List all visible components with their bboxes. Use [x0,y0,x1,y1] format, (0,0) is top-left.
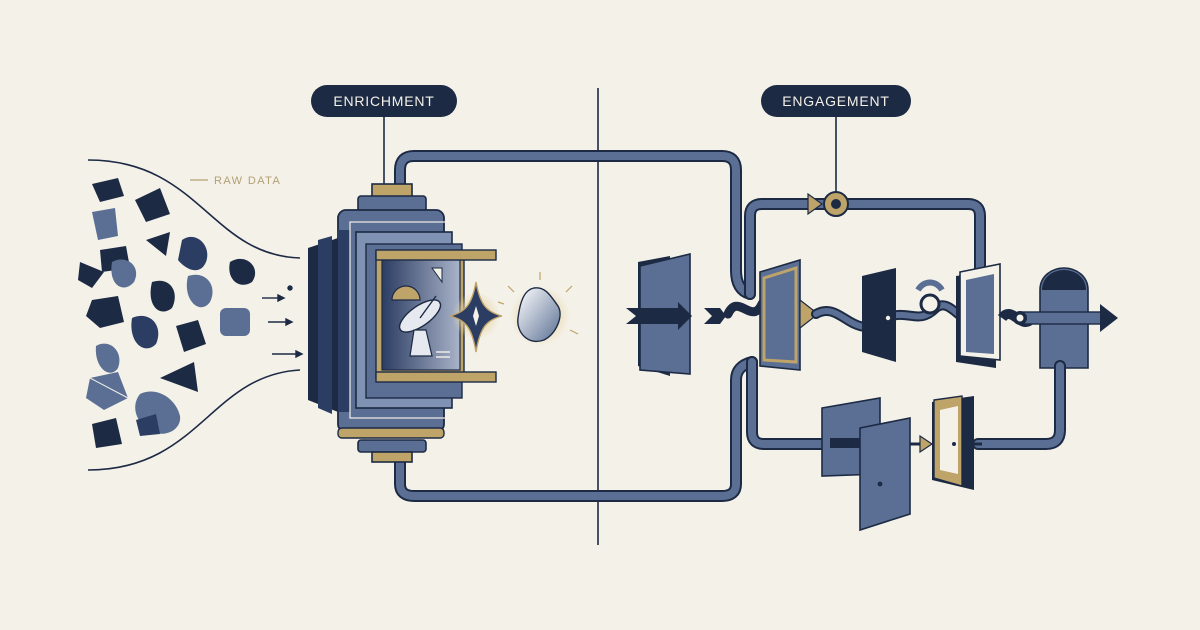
raw-data-funnel: RAW DATA [87,159,301,471]
sparkle-icon [449,281,503,353]
arrow-icon [626,302,726,330]
raw-data-fragment-icon [78,262,104,288]
raw-data-fragment-icon [146,232,170,256]
bottom-branch-pipe-fill [748,358,844,448]
raw-data-fragment-icon [176,320,206,352]
return-pipe [972,360,1066,450]
raw-data-fragment-icon [186,274,213,308]
raw-data-fragment-icon [136,414,160,436]
satellite-dish-icon [391,267,450,358]
raw-data-fragment-icon [150,280,175,312]
engagement-label: ENGAGEMENT [761,85,911,117]
raw-data-fragment-icon [86,372,128,410]
lower-machine [821,397,911,532]
valve-icon [915,279,945,315]
raw-data-fragment-icon [111,259,137,288]
door-icon [956,263,1001,368]
door-icon [759,258,819,371]
raw-data-fragment-icon [220,308,250,336]
raw-data-fragment-icon [135,188,170,222]
door-icon [862,268,896,362]
engagement-label-text: ENGAGEMENT [782,93,890,109]
raw-data-fragment-icon [92,178,124,202]
top-branch-pipe-fill [746,200,984,298]
raw-data-fragment-icon [229,258,256,285]
enrichment-label: ENRICHMENT [311,85,457,117]
raw-data-fragments [78,178,256,448]
raw-data-fragment-icon [178,236,208,271]
feed-arrows [262,285,304,359]
door-icon [932,395,982,490]
arrow-icon [997,304,1118,332]
arrow-icon [910,434,934,454]
loop-pipes [394,150,758,502]
return-pipe-fill [974,362,1064,448]
raw-data-fragment-icon [86,296,124,328]
raw-data-label: RAW DATA [214,175,281,187]
raw-data-fragment-icon [92,418,122,448]
raw-data-fragment-icon [95,343,120,373]
valve-icon [807,116,849,217]
raw-data-fragment-icon [92,208,118,240]
gem-icon [497,272,579,346]
enrichment-label-text: ENRICHMENT [333,93,434,109]
raw-data-fragment-icon [160,362,198,392]
raw-data-fragment-icon [131,315,159,349]
